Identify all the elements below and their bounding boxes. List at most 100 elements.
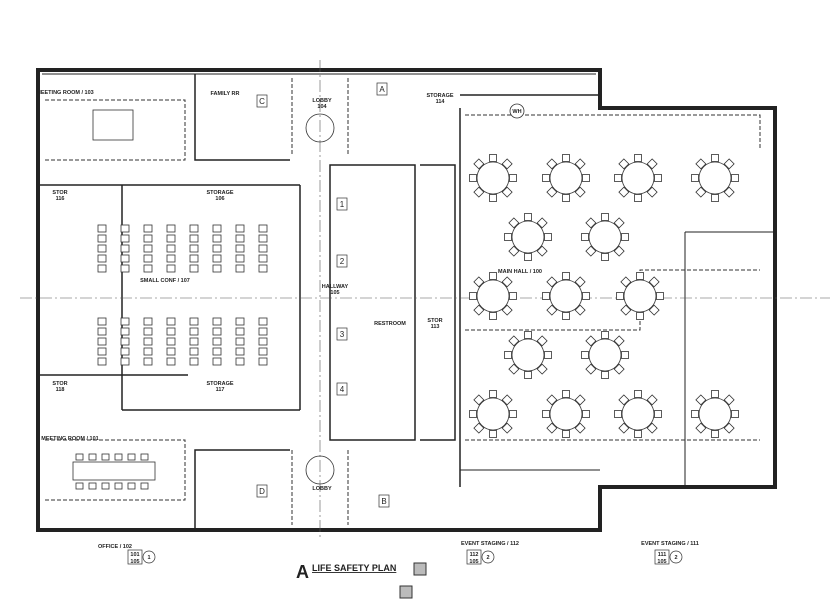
round-table xyxy=(504,213,552,261)
chair xyxy=(120,244,130,253)
chair xyxy=(212,357,222,366)
chair xyxy=(654,174,662,182)
chair xyxy=(189,357,199,366)
chair xyxy=(258,337,268,346)
chair xyxy=(97,327,107,336)
chair xyxy=(120,224,130,233)
chair xyxy=(574,394,586,406)
chair xyxy=(212,224,222,233)
chair xyxy=(258,244,268,253)
chair xyxy=(562,272,570,280)
chair xyxy=(189,264,199,273)
table-top xyxy=(621,397,655,431)
chair xyxy=(97,224,107,233)
chair xyxy=(166,357,176,366)
chair xyxy=(723,186,735,198)
room-label-stor-113: STOR xyxy=(427,318,442,324)
table-top xyxy=(698,161,732,195)
chair xyxy=(189,234,199,243)
chair xyxy=(140,453,149,461)
chair xyxy=(469,410,477,418)
room-number: 113 xyxy=(431,324,440,330)
chair xyxy=(143,244,153,253)
chair xyxy=(189,347,199,356)
chair xyxy=(636,272,644,280)
chair xyxy=(582,174,590,182)
room-label-storage-114: STORAGE xyxy=(426,93,453,99)
chair xyxy=(542,410,550,418)
chair xyxy=(536,335,548,347)
chair xyxy=(723,394,735,406)
chair xyxy=(546,422,558,434)
door-tag xyxy=(336,327,348,341)
room-label-event-staging-111: EVENT STAGING / 111 xyxy=(641,541,699,547)
chair xyxy=(127,453,136,461)
chair xyxy=(97,234,107,243)
chair xyxy=(501,276,513,288)
chair xyxy=(509,410,517,418)
chair xyxy=(648,276,660,288)
chair xyxy=(166,234,176,243)
callout-bottom: 105 xyxy=(130,559,139,565)
chair xyxy=(120,264,130,273)
chair xyxy=(212,244,222,253)
chair xyxy=(469,292,477,300)
table-top xyxy=(621,161,655,195)
chair xyxy=(114,453,123,461)
chair xyxy=(501,158,513,170)
chair xyxy=(582,292,590,300)
chair xyxy=(120,357,130,366)
meeting-table xyxy=(72,461,156,481)
door-tag-text: C xyxy=(259,97,265,106)
north-arrow-icon xyxy=(413,562,427,576)
chair xyxy=(212,337,222,346)
chair xyxy=(546,158,558,170)
chair xyxy=(166,264,176,273)
door-tag xyxy=(256,484,268,498)
chair xyxy=(648,304,660,316)
room-label-lobby-bottom: LOBBY xyxy=(312,486,332,492)
table-top xyxy=(476,161,510,195)
chair xyxy=(101,453,110,461)
chair xyxy=(544,351,552,359)
table-top xyxy=(588,220,622,254)
chair xyxy=(258,224,268,233)
chair xyxy=(127,482,136,490)
chair xyxy=(504,233,512,241)
round-table xyxy=(469,390,517,438)
room-label-small-conf-107: SMALL CONF / 107 xyxy=(140,278,190,284)
chair xyxy=(212,254,222,263)
chair xyxy=(489,154,497,162)
chair xyxy=(143,327,153,336)
chair xyxy=(473,422,485,434)
chair xyxy=(613,335,625,347)
chair xyxy=(581,351,589,359)
chair xyxy=(189,224,199,233)
chair xyxy=(695,422,707,434)
room-label-lobby-104: LOBBY xyxy=(312,98,332,104)
door-tag xyxy=(256,94,268,108)
chair xyxy=(473,276,485,288)
callout-circle xyxy=(142,550,156,564)
lobby-rug xyxy=(305,455,335,485)
chair xyxy=(97,264,107,273)
chair xyxy=(614,174,622,182)
chair xyxy=(723,422,735,434)
chair xyxy=(501,186,513,198)
chair xyxy=(75,482,84,490)
chair xyxy=(166,327,176,336)
room-label-stor-116: STOR xyxy=(52,190,67,196)
door-tag xyxy=(336,197,348,211)
chair xyxy=(212,347,222,356)
chair xyxy=(97,337,107,346)
room-label-storage-117: STORAGE xyxy=(206,381,233,387)
door-tag-text: 1 xyxy=(340,200,345,209)
chair xyxy=(97,347,107,356)
exit-path-lines xyxy=(45,78,761,525)
title-block: A LIFE SAFETY PLAN xyxy=(296,562,427,599)
table-top xyxy=(623,279,657,313)
table-top xyxy=(549,279,583,313)
chair xyxy=(636,312,644,320)
room-label-storage-106: STORAGE xyxy=(206,190,233,196)
chair xyxy=(620,276,632,288)
